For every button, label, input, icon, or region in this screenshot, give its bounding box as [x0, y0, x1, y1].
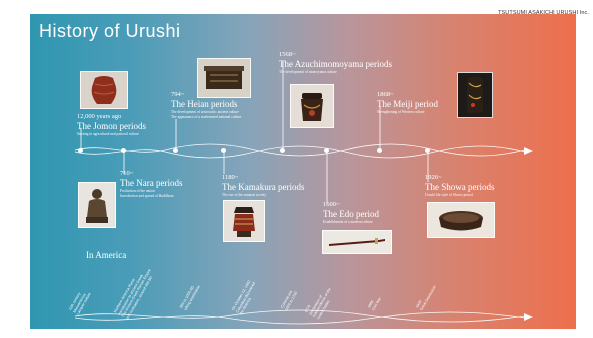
- slide-title: History of Urushi: [39, 21, 181, 41]
- heian-lacquer-box-image: [197, 58, 251, 98]
- era-description: Establishment of a modern culture: [323, 220, 373, 224]
- era-description: The development of momoyama culture: [279, 70, 337, 74]
- showa-lacquer-bowl-image: [427, 202, 495, 238]
- timeline-slide: History of Urushi 12,000: [30, 14, 576, 329]
- era-date: 1868~: [377, 91, 394, 98]
- era-name: The Kamakura periods: [222, 182, 305, 192]
- era-meiji: 1868~ The Meiji period Strengthening of …: [377, 91, 438, 115]
- era-marker: [78, 148, 83, 153]
- kamakura-armor-image: [223, 200, 265, 242]
- era-description: The development of aristocratic ancient …: [171, 110, 242, 119]
- era-description: Urushi life style of Showa period: [425, 193, 473, 197]
- timeline-arrow: [524, 147, 533, 155]
- era-date: 1568~: [279, 51, 296, 58]
- era-nara: 710~ The Nara periods Production of the …: [120, 170, 182, 199]
- timeline-axis: [74, 61, 526, 325]
- era-kamakura: 1180~ The Kamakura periods The rise of t…: [222, 174, 304, 198]
- era-marker: [280, 148, 285, 153]
- in-america-heading: In America: [86, 250, 127, 260]
- era-date: 12,000 years ago: [77, 113, 122, 120]
- era-marker: [324, 148, 329, 153]
- america-timeline-arrow: [524, 313, 533, 321]
- era-name: The Showa periods: [425, 182, 495, 192]
- era-date: 710~: [120, 170, 134, 177]
- era-marker: [377, 148, 382, 153]
- era-edo: 1600~ The Edo period Establishment of a …: [323, 201, 379, 225]
- era-name: The Jomon periods: [77, 121, 146, 131]
- era-description: Starting in agricultural and pastoral cu…: [77, 132, 139, 136]
- era-date: 1926~: [425, 174, 442, 181]
- era-name: The Edo period: [323, 209, 379, 219]
- era-name: The Heian periods: [171, 99, 238, 109]
- era-name: The Azuchimomoyama periods: [279, 59, 392, 69]
- era-description: Production of the nation Introduction an…: [120, 189, 174, 198]
- edo-sword-scabbard-image: [322, 230, 392, 254]
- era-marker: [121, 148, 126, 153]
- era-marker: [173, 148, 178, 153]
- era-jomon: 12,000 years ago The Jomon periods Start…: [77, 113, 146, 137]
- azuchimomoyama-lacquer-jar-image: [290, 84, 334, 128]
- era-date: 794~: [171, 91, 185, 98]
- meiji-lacquer-case-image: [457, 72, 493, 118]
- era-azuchimomoyama: 1568~ The Azuchimomoyama periods The dev…: [279, 51, 392, 75]
- era-date: 1600~: [323, 201, 340, 208]
- era-description: Strengthening of Western culture: [377, 110, 425, 114]
- era-description: The rise of the samurai society: [222, 193, 267, 197]
- era-heian: 794~ The Heian periods The development o…: [171, 91, 241, 120]
- nara-buddha-statue-image: [78, 182, 116, 228]
- era-name: The Meiji period: [377, 99, 438, 109]
- jomon-pot-image: [80, 71, 128, 109]
- company-credit: TSUTSUMI ASAKICHI URUSHI Inc.: [498, 10, 589, 16]
- era-showa: 1926~ The Showa periods Urushi life styl…: [425, 174, 495, 198]
- era-marker: [425, 148, 430, 153]
- era-name: The Nara periods: [120, 178, 183, 188]
- era-marker: [221, 148, 226, 153]
- era-date: 1180~: [222, 174, 239, 181]
